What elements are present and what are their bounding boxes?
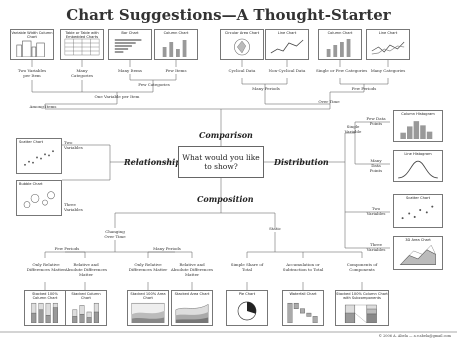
label-relative-absolute-2: Relative and Absolute Differences Matter: [170, 262, 214, 277]
label-dist-three-variables: Three Variables: [366, 242, 386, 252]
label-only-relative-1: Only Relative Differences Matter: [26, 262, 66, 272]
label-accumulation: Accumulation or Subtraction to Total: [282, 262, 324, 272]
chart-box-scatter-dist: Scatter Chart: [393, 194, 443, 228]
label-cyclical-data: Cyclical Data: [228, 68, 256, 73]
label-comp-few-periods: Few Periods: [54, 246, 80, 251]
chart-box-circular-area: Circular Area Chart: [220, 29, 264, 60]
chart-box-line-histogram: Line Histogram: [393, 150, 443, 182]
chart-box-scatter-rel: Scatter Chart: [16, 138, 62, 174]
chart-box-bubble: Bubble Chart: [16, 180, 62, 216]
section-comparison: Comparison: [199, 130, 253, 140]
label-many-categories: Many Categories: [71, 68, 93, 78]
label-few-periods: Few Periods: [351, 86, 377, 91]
chart-box-line-1: Line Chart: [265, 29, 309, 60]
label-rel-two-variables: Two Variables: [64, 140, 83, 150]
label-few-categories: Few Categories: [138, 82, 170, 87]
label-over-time: Over Time: [318, 99, 340, 104]
label-many-periods: Many Periods: [252, 86, 280, 91]
label-two-vars-per-item: Two Variables per Item: [17, 68, 47, 78]
label-rel-three-variables: Three Variables: [64, 202, 83, 212]
chart-box-column: Column Chart: [154, 29, 198, 60]
section-relationship: Relationship: [124, 157, 181, 167]
chart-box-column-2: Column Chart: [318, 29, 362, 60]
label-one-variable-per-item: One Variable per Item: [94, 94, 140, 99]
chart-box-column-histogram: Column Histogram: [393, 110, 443, 142]
chart-box-stacked-100-area: Stacked 100% Area Chart: [127, 290, 169, 326]
label-many-items: Many Items: [118, 68, 142, 73]
page-title: Chart Suggestions—A Thought-Starter: [66, 6, 391, 24]
label-many-categories-2: Many Categories: [370, 68, 406, 73]
label-changing-over-time: Changing Over Time: [104, 229, 126, 239]
chart-box-stacked-area: Stacked Area Chart: [171, 290, 213, 326]
chart-box-bar: Bar Chart: [108, 29, 152, 60]
chart-box-pie: Pie Chart: [226, 290, 268, 326]
chart-box-stacked-100-subcomponents: Stacked 100% Column Chart with Subcompon…: [335, 290, 389, 326]
chart-box-variable-width-column: Variable Width Column Chart: [10, 29, 54, 60]
center-question-box: What would you like to show?: [178, 146, 264, 178]
label-many-data-points: Many Data Points: [369, 158, 383, 173]
chart-box-line-2: Line Chart: [366, 29, 410, 60]
center-question-text: What would you like to show?: [182, 153, 260, 171]
label-non-cyclical-data: Non-Cyclical Data: [268, 68, 306, 73]
label-only-relative-2: Only Relative Differences Matter: [128, 262, 168, 272]
label-few-items: Few Items: [165, 68, 187, 73]
chart-box-3d-area: 3D Area Chart: [393, 236, 443, 270]
label-comp-many-periods: Many Periods: [153, 246, 181, 251]
label-few-data-points: Few Data Points: [366, 116, 386, 126]
chart-box-waterfall: Waterfall Chart: [282, 290, 324, 326]
label-among-items: Among Items: [29, 104, 57, 109]
label-static: Static: [269, 226, 281, 231]
footer-credit: © 2006 A. Abela — a.v.abela@gmail.com: [378, 334, 451, 338]
section-composition: Composition: [197, 194, 254, 204]
label-components-of-components: Components of Components: [346, 262, 378, 272]
label-single-variable: Single Variable: [344, 124, 362, 134]
chart-box-stacked-100-column: Stacked 100% Column Chart: [24, 290, 66, 326]
label-dist-two-variables: Two Variables: [366, 206, 386, 216]
label-relative-absolute-1: Relative and Absolute Differences Matter: [64, 262, 108, 277]
label-simple-share: Simple Share of Total: [230, 262, 264, 272]
chart-box-table-embedded: Table or Table with Embedded Charts: [60, 29, 104, 60]
label-single-or-few-categories: Single or Few Categories: [316, 68, 368, 73]
chart-box-stacked-column: Stacked Column Chart: [65, 290, 107, 326]
section-distribution: Distribution: [274, 157, 329, 167]
